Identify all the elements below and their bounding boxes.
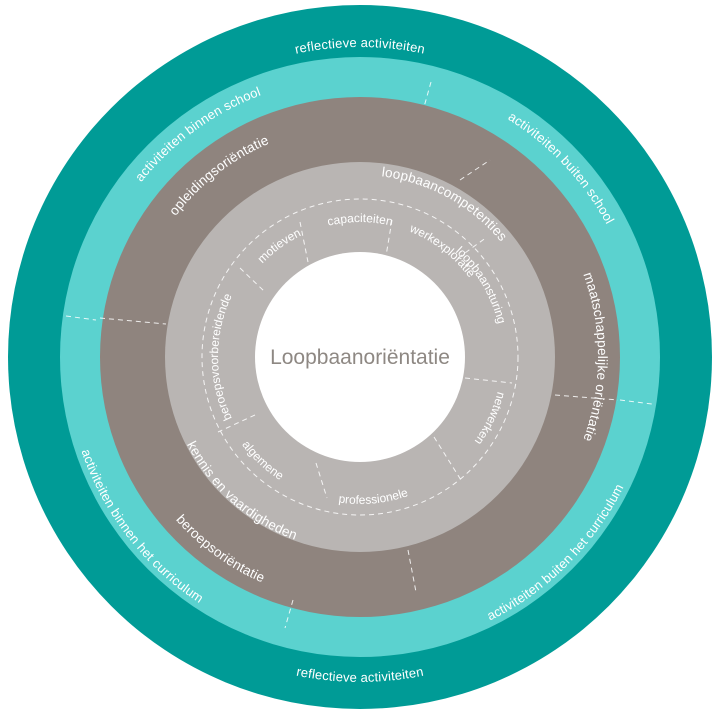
segment-capaciteiten: capaciteiten — [326, 211, 394, 229]
divider-r4-d — [464, 377, 513, 384]
divider-r3-left — [99, 317, 167, 325]
center-label: Loopbaanoriëntatie — [270, 346, 450, 369]
divider-r4-a — [299, 221, 309, 263]
divider-r2-bottom — [284, 599, 294, 629]
divider-r4-g — [217, 414, 256, 433]
inner-dashed-circle — [201, 198, 519, 516]
divider-r3-topright — [459, 159, 491, 181]
divider-r2-topright — [423, 81, 432, 108]
outer-ring-bottom-label: reflectieve activiteiten — [295, 664, 424, 685]
divider-r4-b — [384, 219, 393, 263]
center-disc — [255, 252, 465, 462]
divider-r4-c — [457, 236, 488, 259]
divider-r4-f — [315, 462, 328, 499]
outer-ring-top-label: reflectieve activiteiten — [294, 35, 427, 57]
divider-r3-bottom — [407, 549, 417, 593]
divider-r3-right — [554, 394, 619, 401]
divider-r4-h — [239, 267, 266, 293]
